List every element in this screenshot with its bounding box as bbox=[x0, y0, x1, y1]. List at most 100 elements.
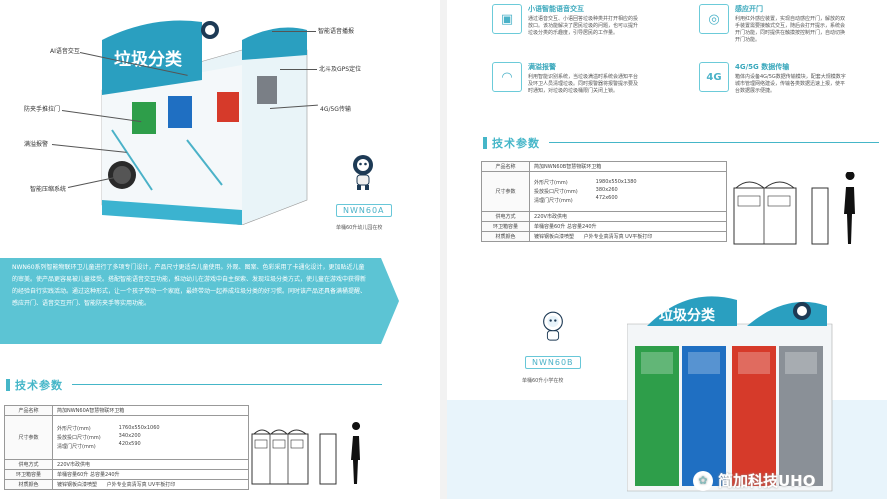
table-row: 材质颜色 镀锌钢板白漆喷塑 户外专业高清写真 UV平板打印 bbox=[481, 231, 727, 242]
print-type: 户外专业高清写真 UV平板打印 bbox=[583, 234, 653, 240]
table-row: 环卫箱容量 单桶容量60升 总容量240升 bbox=[481, 221, 727, 232]
spec-key: 尺寸参数 bbox=[481, 171, 530, 212]
table-row: 供电方式 220V市政供电 bbox=[481, 211, 727, 222]
watermark: ✿ 简加科技UHO bbox=[693, 470, 816, 491]
right-panel: ▣ 小语智能语音交互 通过语音交互、小语回答垃圾种类并打开相应的投放口。该功能解… bbox=[447, 0, 887, 499]
spec-value: 简加NWN60B智慧物联环卫箱 bbox=[529, 161, 727, 172]
dim-value: 340x200 bbox=[118, 433, 141, 439]
feature-network: 4G 4G/5G 数据传输 箱体内设备4G/5G数据传输模块，配套大规模数字城市… bbox=[699, 62, 847, 95]
network-icon: 4G bbox=[699, 62, 729, 92]
spec-key: 产品名称 bbox=[481, 161, 530, 172]
dim-value: 1980x550x1380 bbox=[595, 179, 637, 185]
left-panel: 垃圾分类 智能语音播报 AI语音交互 北斗及GPS定位 防夹手推拉门 4G/5G… bbox=[0, 0, 440, 499]
feature-desc: 利用红外感应装置，实现自动感应开门，解放的双手装置需要接触式交互，随后会打开提示… bbox=[735, 16, 846, 43]
mascot-robot-icon-b bbox=[543, 311, 563, 341]
material: 镀锌钢板白漆喷塑 bbox=[57, 482, 98, 488]
table-row: 材质颜色 镀锌钢板白漆喷塑 户外专业高清写真 UV平板打印 bbox=[4, 479, 249, 490]
spec-key: 产品名称 bbox=[4, 405, 53, 416]
dim-label: 清理门尺寸(mm) bbox=[57, 444, 96, 450]
watermark-text: 简加科技UHO bbox=[718, 472, 816, 490]
spec-value: 简加NWN60A智慧物联环卫箱 bbox=[52, 405, 249, 416]
feature-title: 小语智能语音交互 bbox=[528, 5, 584, 13]
callout-line-smart-voice bbox=[272, 31, 316, 32]
spec-value-dims: 外形尺寸(mm) 投放投口尺寸(mm) 清理门尺寸(mm) 1980x550x1… bbox=[529, 171, 727, 212]
table-row: 尺寸参数 外形尺寸(mm) 投放投口尺寸(mm) 清理门尺寸(mm) 1760x… bbox=[4, 415, 249, 460]
mascot-robot-icon bbox=[353, 155, 373, 190]
feature-desc: 箱体内设备4G/5G数据传输模块，配套大规模数字城市管理网络建设，传输各类数据迅… bbox=[735, 74, 846, 94]
feature-title: 满溢报警 bbox=[528, 63, 556, 71]
spec-heading-bar bbox=[483, 137, 487, 149]
spec-value: 220V市政供电 bbox=[52, 459, 249, 470]
spec-value: 220V市政供电 bbox=[529, 211, 727, 222]
bin-illustration-a: 垃圾分类 bbox=[101, 20, 308, 225]
alarm-icon: ◠ bbox=[492, 62, 522, 92]
callout-beidou-gps: 北斗及GPS定位 bbox=[319, 66, 362, 73]
callout-anti-pinch: 防夹手推拉门 bbox=[24, 106, 61, 113]
dim-value: 472x600 bbox=[595, 195, 618, 201]
feature-desc: 通过语音交互、小语回答垃圾种类并打开相应的投放口。该功能解决了居民垃圾的问题，也… bbox=[528, 16, 639, 36]
callout-line-gps bbox=[280, 69, 317, 70]
table-row: 产品名称 简加NWN60B智慧物联环卫箱 bbox=[481, 161, 727, 172]
spec-value: 镀锌钢板白漆喷塑 户外专业高清写真 UV平板打印 bbox=[52, 479, 249, 490]
spec-heading-line-a bbox=[72, 384, 382, 385]
dim-label: 投放投口尺寸(mm) bbox=[57, 435, 101, 441]
dim-label: 外形尺寸(mm) bbox=[57, 426, 91, 432]
bin-title-b: 垃圾分类 bbox=[659, 307, 716, 324]
bin-illustration-b: 垃圾分类 bbox=[627, 296, 833, 492]
model-sub-b: 单桶60升小学在校 bbox=[522, 378, 564, 384]
spec-heading-line-b bbox=[549, 142, 879, 143]
robot-icon: ▣ bbox=[492, 4, 522, 34]
spec-table-a: 产品名称 简加NWN60A智慧物联环卫箱 尺寸参数 外形尺寸(mm) 投放投口尺… bbox=[4, 405, 249, 490]
table-row: 产品名称 简加NWN60A智慧物联环卫箱 bbox=[4, 405, 249, 416]
callout-4g5g: 4G/5G传输 bbox=[320, 106, 351, 113]
spec-value: 镀锌钢板白漆喷塑 户外专业高清写真 UV平板打印 bbox=[529, 231, 727, 242]
table-row: 尺寸参数 外形尺寸(mm) 投放投口尺寸(mm) 清理门尺寸(mm) 1980x… bbox=[481, 171, 727, 212]
intro-notch bbox=[381, 258, 399, 344]
sensor-icon: ◎ bbox=[699, 4, 729, 34]
spec-key: 供电方式 bbox=[4, 459, 53, 470]
spec-value-dims: 外形尺寸(mm) 投放投口尺寸(mm) 清理门尺寸(mm) 1760x550x1… bbox=[52, 415, 249, 460]
dim-value: 380x260 bbox=[595, 187, 618, 193]
feature-overflow: ◠ 满溢报警 利用智能识别系统，当垃圾满溢时系统会通知平台及环卫人员清理垃圾。同… bbox=[492, 62, 640, 95]
spec-heading-a: 技术参数 bbox=[6, 377, 63, 393]
page-divider bbox=[440, 0, 447, 499]
feature-title: 4G/5G 数据传输 bbox=[735, 63, 790, 71]
feature-sensor: ◎ 感应开门 利用红外感应装置，实现自动感应开门，解放的双手装置需要接触式交互，… bbox=[699, 4, 847, 44]
callout-smart-voice: 智能语音播报 bbox=[318, 28, 355, 35]
spec-key: 材质颜色 bbox=[481, 231, 530, 242]
feature-title: 感应开门 bbox=[735, 5, 763, 13]
dim-label: 投放投口尺寸(mm) bbox=[534, 189, 578, 195]
dim-value: 420x590 bbox=[118, 441, 141, 447]
dim-value: 1760x550x1060 bbox=[118, 425, 160, 431]
spec-key: 环卫箱容量 bbox=[4, 469, 53, 480]
dim-label: 清理门尺寸(mm) bbox=[534, 198, 573, 204]
callout-ai-interaction: AI语音交互 bbox=[50, 48, 80, 55]
spec-heading-text: 技术参数 bbox=[492, 137, 540, 150]
print-type: 户外专业高清写真 UV平板打印 bbox=[106, 482, 176, 488]
model-tag-b: NWN60B bbox=[525, 356, 581, 369]
table-row: 供电方式 220V市政供电 bbox=[4, 459, 249, 470]
spec-value: 单桶容量60升 总容量240升 bbox=[52, 469, 249, 480]
intro-text-box: NWN60系列智能物联环卫儿童进行了多项专门设计，产品尺寸更适合儿童使用。外观、… bbox=[0, 258, 381, 344]
spec-heading-bar bbox=[6, 379, 10, 391]
spec-table-b: 产品名称 简加NWN60B智慧物联环卫箱 尺寸参数 外形尺寸(mm) 投放投口尺… bbox=[481, 161, 727, 242]
model-tag-a: NWN60A bbox=[336, 204, 392, 217]
spec-key: 供电方式 bbox=[481, 211, 530, 222]
callout-compress: 智能压缩系统 bbox=[30, 186, 67, 193]
dimension-drawing-a bbox=[251, 422, 361, 485]
spec-value: 单桶容量60升 总容量240升 bbox=[529, 221, 727, 232]
dim-label: 外形尺寸(mm) bbox=[534, 180, 568, 186]
spec-heading-text: 技术参数 bbox=[15, 379, 63, 392]
feature-voice: ▣ 小语智能语音交互 通过语音交互、小语回答垃圾种类并打开相应的投放口。该功能解… bbox=[492, 4, 640, 37]
spec-key: 环卫箱容量 bbox=[481, 221, 530, 232]
callout-overflow: 满溢报警 bbox=[24, 141, 49, 148]
spec-heading-b: 技术参数 bbox=[483, 135, 540, 151]
material: 镀锌钢板白漆喷塑 bbox=[534, 234, 575, 240]
feature-desc: 利用智能识别系统，当垃圾满溢时系统会通知平台及环卫人员清理垃圾。同时报警器将报警… bbox=[528, 74, 639, 94]
bin-title-a: 垃圾分类 bbox=[114, 49, 183, 70]
model-sub-a: 单桶60升幼儿园在校 bbox=[336, 225, 383, 231]
spec-key: 尺寸参数 bbox=[4, 415, 53, 460]
spec-key: 材质颜色 bbox=[4, 479, 53, 490]
dimension-drawing-b bbox=[733, 172, 855, 245]
